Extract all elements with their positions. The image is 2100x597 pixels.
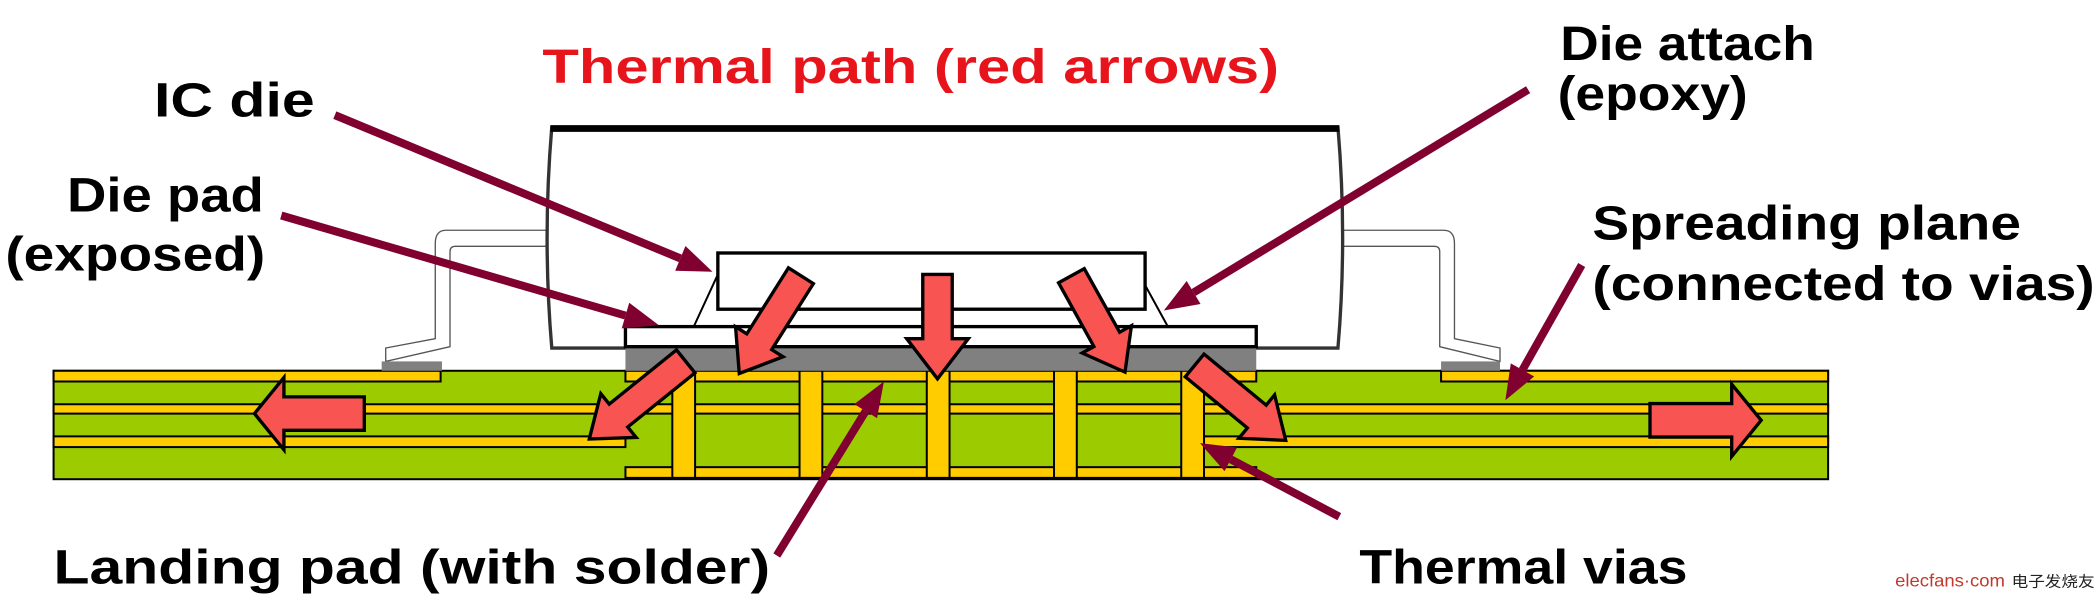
pointer-line	[1228, 455, 1342, 521]
label-die-pad: Die pad	[67, 169, 264, 223]
label-die-attach: Die attach	[1560, 17, 1814, 71]
pointer-arrowhead	[854, 381, 884, 419]
label-ic-die: IC die	[154, 73, 315, 127]
label-thermal-vias: Thermal vias	[1359, 541, 1687, 595]
thermal-flow-arrow	[903, 272, 972, 382]
left-lead-solder	[381, 361, 442, 371]
label-epoxy: (epoxy)	[1558, 67, 1748, 121]
pointer-arrowhead	[1163, 281, 1201, 311]
pointer-line	[773, 409, 870, 558]
package-leads	[381, 229, 1501, 371]
top-copper-left	[52, 369, 442, 383]
pointer-arrowhead	[1505, 363, 1535, 401]
label-landing-pad: Landing pad (with solder)	[54, 541, 771, 595]
pointer-arrows	[280, 86, 1586, 558]
pointer-arrowhead	[1200, 443, 1238, 472]
pcb	[52, 369, 1830, 481]
pointer-line	[280, 211, 627, 320]
thermal-arrows	[252, 265, 1764, 462]
die-attach-epoxy	[692, 273, 1169, 328]
thermal-flow-arrow	[1182, 351, 1288, 443]
pointer-arrowhead	[675, 246, 713, 272]
right-lead-solder	[1441, 361, 1500, 371]
watermark-site: elecfans·com	[1895, 570, 2005, 590]
via	[1053, 369, 1078, 479]
thermal-flow-arrow	[1648, 379, 1764, 462]
label-connected-to-vias: (connected to vias)	[1592, 257, 2094, 311]
via	[798, 369, 824, 479]
via	[925, 369, 951, 479]
pointer-arrowhead	[621, 302, 659, 329]
thermal-flow-arrow	[733, 265, 816, 376]
label-die-pad-exposed: (exposed)	[5, 227, 265, 281]
watermark-cn: 电子发烧友	[2012, 573, 2095, 590]
right-lead	[1337, 229, 1501, 363]
top-copper-right	[1440, 369, 1830, 383]
pointer-line	[1191, 86, 1531, 296]
label-spreading-plane: Spreading plane	[1592, 197, 2021, 251]
pointer-line	[1518, 263, 1586, 372]
thermal-flow-arrow	[1056, 266, 1134, 375]
diagram-title: Thermal path (red arrows)	[542, 40, 1279, 94]
pointer-line	[333, 111, 682, 263]
inner-plane-2-left	[52, 435, 627, 449]
thermal-flow-arrow	[252, 372, 366, 455]
thermal-flow-arrow	[587, 347, 698, 441]
